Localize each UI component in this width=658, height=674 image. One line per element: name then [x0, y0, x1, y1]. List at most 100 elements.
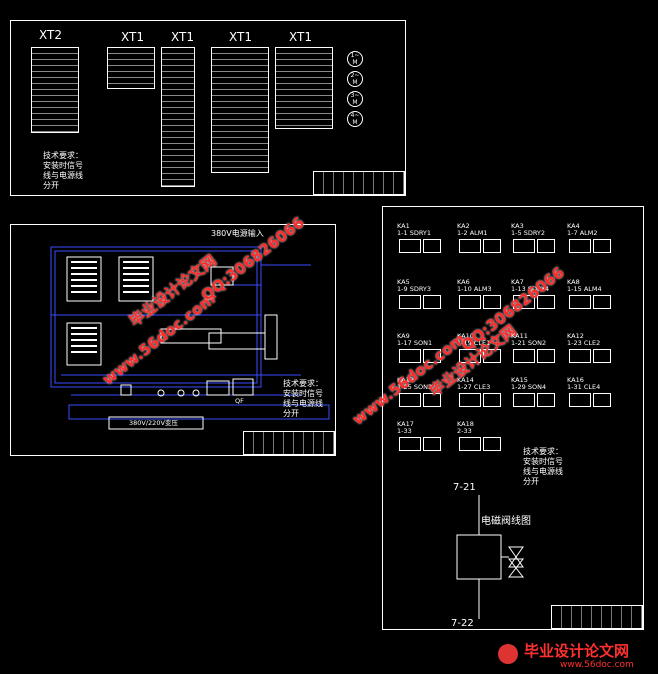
relay-id: KA8: [567, 278, 580, 286]
relay-terminal-a: 1-17: [397, 339, 412, 347]
relay-id: KA5: [397, 278, 410, 286]
relay-contact-box: [513, 295, 535, 309]
relay-terminal-a: 1-13: [511, 285, 526, 293]
valve-terminal-bottom: 7-22: [451, 618, 474, 629]
relay-id: KA10: [457, 332, 474, 340]
relay-id: KA2: [457, 222, 470, 230]
relay-contact-box: [423, 295, 441, 309]
relay-terminal: 1-5 SDRY2: [511, 230, 559, 237]
relay-terminal: 1-10 ALM3: [457, 286, 505, 293]
relay-terminal-a: 1-15: [567, 285, 582, 293]
relay-contact-box: [399, 295, 421, 309]
relay-contact-box: [593, 295, 611, 309]
title-block-3: [551, 605, 643, 629]
tech-req-line2-2: 线与电源线: [283, 399, 323, 408]
tech-req-line3: 分开: [43, 181, 59, 190]
relay-contact-box: [399, 437, 421, 451]
relay-contact-box: [423, 437, 441, 451]
motor-icon-4: 4~M: [347, 111, 363, 127]
relay-terminal: 1-31 CLE4: [567, 384, 615, 391]
relay-contact-box: [569, 349, 591, 363]
relay-contact-box: [537, 393, 555, 407]
relay-contact-box: [483, 393, 501, 407]
relay-id: KA6: [457, 278, 470, 286]
relay-terminal: 1-29 SON4: [511, 384, 559, 391]
tech-req-line1-2: 安装时信号: [283, 389, 323, 398]
relay-terminal: 1-17 SON1: [397, 340, 445, 347]
relay-terminal: 1-25 SON3: [397, 384, 445, 391]
relay-terminal-a: 1-31: [567, 383, 582, 391]
relay-contact-box: [459, 393, 481, 407]
relay-contact-box: [483, 349, 501, 363]
relay-id: KA11: [511, 332, 528, 340]
relay-contact-box: [513, 393, 535, 407]
relay-id: KA3: [511, 222, 524, 230]
tech-req-title-3: 技术要求：: [523, 447, 563, 456]
qf-label: QF: [235, 397, 244, 405]
relay-terminal: 1-15 ALM4: [567, 286, 615, 293]
relay-contact-box: [483, 437, 501, 451]
terminal-table-xt2: [31, 47, 79, 133]
relay-terminal: 1-33: [397, 428, 445, 435]
terminal-table-xt1-b: [161, 47, 195, 187]
relay-contact-box: [593, 393, 611, 407]
header-xt1-d: XT1: [289, 30, 312, 44]
tech-req-title: 技术要求：: [43, 151, 83, 160]
relay-terminal-a: 1-2: [457, 229, 468, 237]
relay-terminal: 1-19 CLE1: [457, 340, 505, 347]
relay-signal: CLE2: [583, 339, 601, 347]
relay-contact-box: [459, 349, 481, 363]
footer-logo-icon: [498, 644, 518, 664]
relay-signal: SON2: [527, 339, 547, 347]
relay-signal: SDRY4: [527, 285, 550, 293]
relay-terminal-a: 1-23: [567, 339, 582, 347]
relay-signal: ALM3: [473, 285, 492, 293]
relay-contact-box: [459, 295, 481, 309]
relay-contact-box: [537, 349, 555, 363]
transformer-label: 380V/220V变压: [129, 419, 178, 427]
tech-req-line2-3: 线与电源线: [523, 467, 563, 476]
relay-contact-box: [569, 239, 591, 253]
footer-url[interactable]: www.56doc.com: [560, 660, 634, 670]
relay-contact-box: [483, 295, 501, 309]
relay-id: KA7: [511, 278, 524, 286]
relay-terminal-a: 1-25: [397, 383, 412, 391]
relay-id: KA14: [457, 376, 474, 384]
header-xt1-c: XT1: [229, 30, 252, 44]
relay-terminal-a: 1-19: [457, 339, 472, 347]
relay-terminal: 1-1 SDRY1: [397, 230, 445, 237]
relay-signal: CLE4: [583, 383, 601, 391]
relay-contact-box: [423, 239, 441, 253]
relay-contact-box: [423, 393, 441, 407]
relay-signal: ALM2: [579, 229, 598, 237]
valve-title: 电磁阀线图: [481, 516, 531, 527]
relay-terminal-a: 1-33: [397, 427, 412, 435]
relay-terminal-a: 1-1: [397, 229, 408, 237]
relay-id: KA12: [567, 332, 584, 340]
relay-terminal: 1-13 SDRY4: [511, 286, 559, 293]
relay-contact-box: [399, 349, 421, 363]
footer-bar: 毕业设计论文网 www.56doc.com: [0, 636, 658, 674]
relay-terminal-a: 1-7: [567, 229, 578, 237]
relay-terminal: 1-27 CLE3: [457, 384, 505, 391]
relay-id: KA18: [457, 420, 474, 428]
tech-req-line1: 安装时信号: [43, 161, 83, 170]
footer-brand: 毕业设计论文网: [524, 642, 630, 660]
relay-id: KA13: [397, 376, 414, 384]
relay-terminal: 1-23 CLE2: [567, 340, 615, 347]
solenoid-valve-icon: [456, 495, 525, 619]
relay-contact-box: [483, 239, 501, 253]
relay-terminal: 1-9 SDRY3: [397, 286, 445, 293]
terminal-table-xt1-c: [211, 47, 269, 173]
